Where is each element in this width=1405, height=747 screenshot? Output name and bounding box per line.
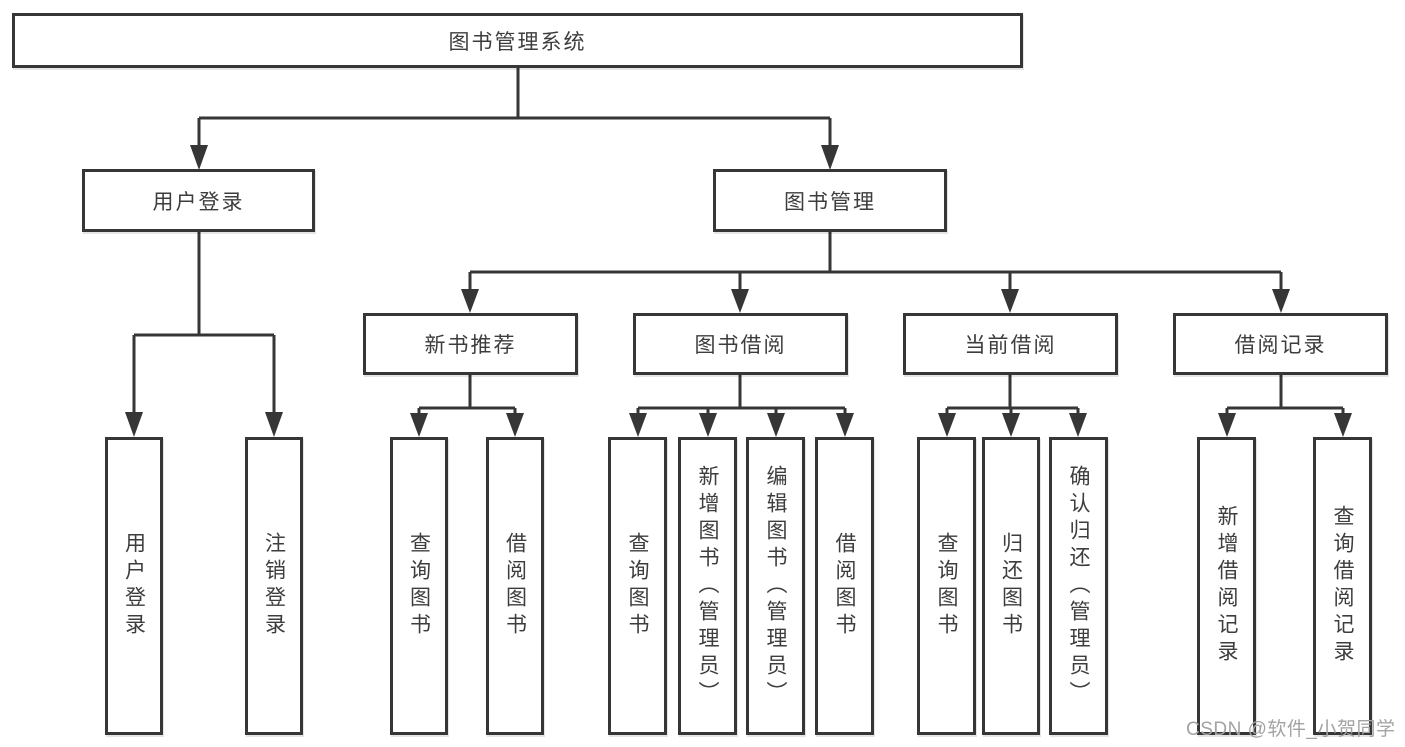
arrowhead-bb-borrow xyxy=(836,413,854,437)
node-user-login: 用户登录 xyxy=(82,169,315,232)
arrowhead-borrow-records xyxy=(1272,289,1290,313)
connector-book-management-branch xyxy=(468,232,1283,291)
node-label: 借阅记录 xyxy=(1234,334,1327,357)
arrowhead-bb-edit xyxy=(767,413,785,437)
arrowhead-bb-query xyxy=(629,413,647,437)
leaf-newbook-borrow-books: 借阅图书 xyxy=(486,437,544,735)
leaf-logout-login: 注销登录 xyxy=(245,437,303,735)
arrowhead-cb-confirm xyxy=(1069,413,1087,437)
watermark: CSDN @软件_小贺同学 xyxy=(1186,719,1396,740)
connector-current-borrow-branch xyxy=(945,375,1080,415)
leaf-user-login: 用户登录 xyxy=(105,437,163,735)
arrowhead-new-book-recommend xyxy=(461,289,479,313)
node-new-book-recommend: 新书推荐 xyxy=(363,313,578,375)
node-label: 新增借阅记录 xyxy=(1215,505,1238,667)
connector-user-login-branch xyxy=(132,232,276,414)
node-label: 新书推荐 xyxy=(424,334,517,357)
leaf-current-confirm-return-admin: 确认归还（管理员） xyxy=(1049,437,1108,735)
node-label: 图书管理系统 xyxy=(448,30,587,54)
node-label: 借阅图书 xyxy=(503,532,527,640)
connector-new-book-branch xyxy=(417,375,517,415)
arrowhead-book-borrow xyxy=(731,289,749,313)
leaf-current-return-books: 归还图书 xyxy=(982,437,1040,735)
node-label: 归还图书 xyxy=(999,532,1023,640)
node-borrow-records: 借阅记录 xyxy=(1173,313,1388,375)
node-book-borrow: 图书借阅 xyxy=(633,313,848,375)
arrowhead-bb-add xyxy=(699,413,717,437)
node-current-borrow: 当前借阅 xyxy=(903,313,1118,375)
node-label: 借阅图书 xyxy=(833,532,856,640)
node-label: 确认归还（管理员） xyxy=(1067,464,1090,708)
connector-root-branch xyxy=(197,67,832,147)
connector-borrow-records-branch xyxy=(1225,375,1345,415)
arrowhead-leaf-user-login xyxy=(125,412,143,437)
node-label: 用户登录 xyxy=(122,532,146,640)
arrowhead-current-borrow xyxy=(1001,289,1019,313)
leaf-borrow-add-books-admin: 新增图书（管理员） xyxy=(678,437,737,735)
leaf-newbook-query-books: 查询图书 xyxy=(390,437,448,735)
leaf-borrow-borrow-books: 借阅图书 xyxy=(815,437,874,735)
node-label: 用户登录 xyxy=(152,190,245,214)
connector-book-borrow-branch xyxy=(636,375,847,415)
node-library-system: 图书管理系统 xyxy=(12,13,1023,68)
node-label: 查询借阅记录 xyxy=(1331,505,1354,667)
node-label: 图书管理 xyxy=(784,190,876,214)
node-label: 编辑图书（管理员） xyxy=(764,464,787,708)
arrowhead-cb-return xyxy=(1002,413,1020,437)
arrowhead-cb-query xyxy=(938,413,956,437)
node-book-management: 图书管理 xyxy=(713,169,947,232)
node-label: 查询图书 xyxy=(626,532,649,640)
node-label: 注销登录 xyxy=(262,532,286,640)
arrowhead-nb-query xyxy=(410,413,428,437)
leaf-borrow-query-books: 查询图书 xyxy=(608,437,667,735)
leaf-borrow-edit-books-admin: 编辑图书（管理员） xyxy=(746,437,805,735)
node-label: 新增图书（管理员） xyxy=(696,464,719,708)
arrowhead-br-query xyxy=(1334,413,1352,437)
arrowhead-book-management xyxy=(821,145,839,170)
node-label: 当前借阅 xyxy=(964,334,1057,357)
arrowhead-leaf-logout xyxy=(265,412,283,437)
arrowhead-nb-borrow xyxy=(506,413,524,437)
arrowhead-br-add xyxy=(1218,413,1236,437)
arrowhead-user-login xyxy=(190,145,208,170)
leaf-records-query-record: 查询借阅记录 xyxy=(1313,437,1372,735)
node-label: 查询图书 xyxy=(935,532,958,640)
leaf-current-query-books: 查询图书 xyxy=(917,437,976,735)
node-label: 图书借阅 xyxy=(694,334,787,357)
node-label: 查询图书 xyxy=(407,532,431,640)
leaf-records-add-record: 新增借阅记录 xyxy=(1197,437,1256,735)
